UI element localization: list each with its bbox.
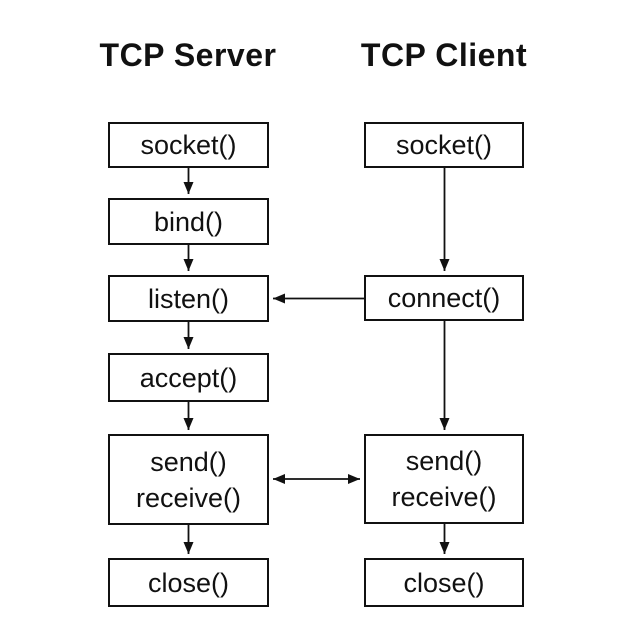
server-socket-label: socket() (140, 130, 237, 160)
server-send-receive-box: send() receive() (108, 434, 269, 525)
client-socket-box: socket() (364, 122, 524, 168)
server-listen-label: listen() (147, 283, 229, 314)
client-connect-box: connect() (364, 275, 524, 321)
client-column-title: TCP Client (360, 37, 528, 73)
server-accept-label: accept() (139, 362, 238, 393)
client-socket-label: socket() (395, 130, 493, 160)
server-listen-box: listen() (108, 275, 269, 322)
server-bind-box: bind() (108, 198, 269, 245)
client-send-label: send() (405, 446, 483, 476)
client-close-label: close() (403, 567, 485, 598)
server-send-label: send() (150, 446, 227, 477)
server-close-label: close() (147, 567, 229, 598)
client-send-receive-box: send() receive() (364, 434, 524, 524)
server-close-box: close() (108, 558, 269, 607)
client-receive-label: receive() (391, 482, 497, 512)
server-socket-box: socket() (108, 122, 269, 168)
client-close-box: close() (364, 558, 524, 607)
client-connect-label: connect() (387, 283, 501, 313)
server-bind-label: bind() (153, 206, 224, 237)
server-column-title: TCP Server (99, 37, 277, 73)
server-accept-box: accept() (108, 353, 269, 402)
server-receive-label: receive() (135, 482, 242, 513)
